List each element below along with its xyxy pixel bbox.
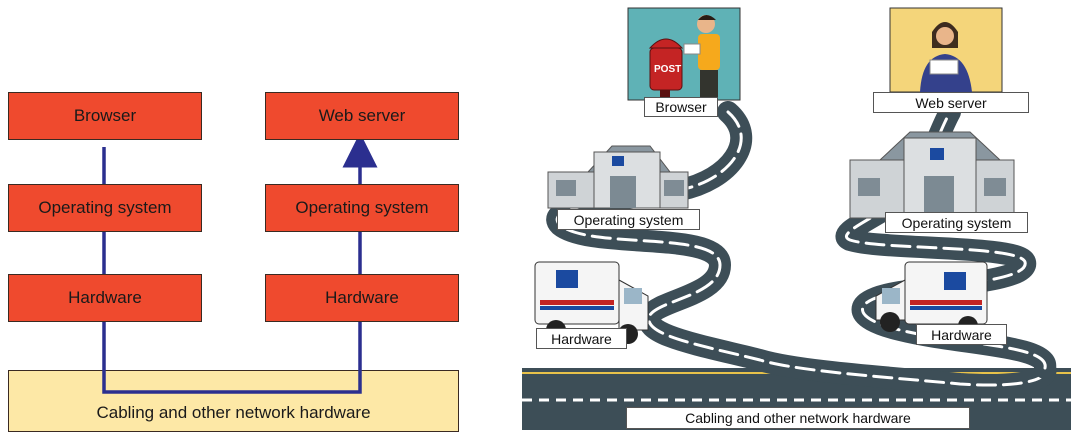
server-os-caption: Operating system	[885, 212, 1028, 233]
client-hardware-label: Hardware	[68, 288, 142, 307]
network-caption-text: Cabling and other network hardware	[685, 410, 911, 426]
web-server-label: Web server	[318, 106, 406, 125]
server-hardware-caption: Hardware	[916, 324, 1007, 345]
receiver-scene	[889, 7, 1003, 93]
mailbox-post-text: POST	[654, 64, 681, 75]
web-server-caption: Web server	[873, 92, 1029, 113]
person-reading-letter-icon	[920, 22, 972, 92]
server-post-office-icon	[849, 131, 1015, 219]
network-hardware-layer: Cabling and other network hardware	[8, 370, 459, 432]
client-hardware-caption: Hardware	[536, 328, 627, 349]
browser-label: Browser	[73, 106, 137, 125]
request-path-line	[102, 132, 378, 394]
client-os-label: Operating system	[38, 198, 172, 217]
browser-box: Browser	[8, 92, 202, 140]
server-os-caption-text: Operating system	[901, 214, 1012, 231]
browser-caption: Browser	[644, 97, 718, 117]
server-hardware-box: Hardware	[265, 274, 459, 322]
web-server-box: Web server	[265, 92, 459, 140]
sender-scene: POST	[627, 7, 741, 101]
network-caption: Cabling and other network hardware	[626, 407, 970, 429]
client-hardware-caption-text: Hardware	[551, 330, 612, 347]
server-os-box: Operating system	[265, 184, 459, 232]
server-hardware-caption-text: Hardware	[931, 326, 992, 343]
client-os-caption: Operating system	[557, 209, 700, 230]
client-os-caption-text: Operating system	[573, 211, 684, 228]
server-hardware-label: Hardware	[325, 288, 399, 307]
web-server-caption-text: Web server	[915, 94, 987, 111]
server-os-label: Operating system	[295, 198, 429, 217]
client-hardware-box: Hardware	[8, 274, 202, 322]
client-post-office-icon	[547, 145, 689, 209]
network-hardware-label: Cabling and other network hardware	[96, 403, 371, 422]
person-mailing-icon	[683, 15, 720, 100]
browser-caption-text: Browser	[655, 99, 707, 115]
client-os-box: Operating system	[8, 184, 202, 232]
mailbox-icon: POST	[648, 38, 684, 100]
